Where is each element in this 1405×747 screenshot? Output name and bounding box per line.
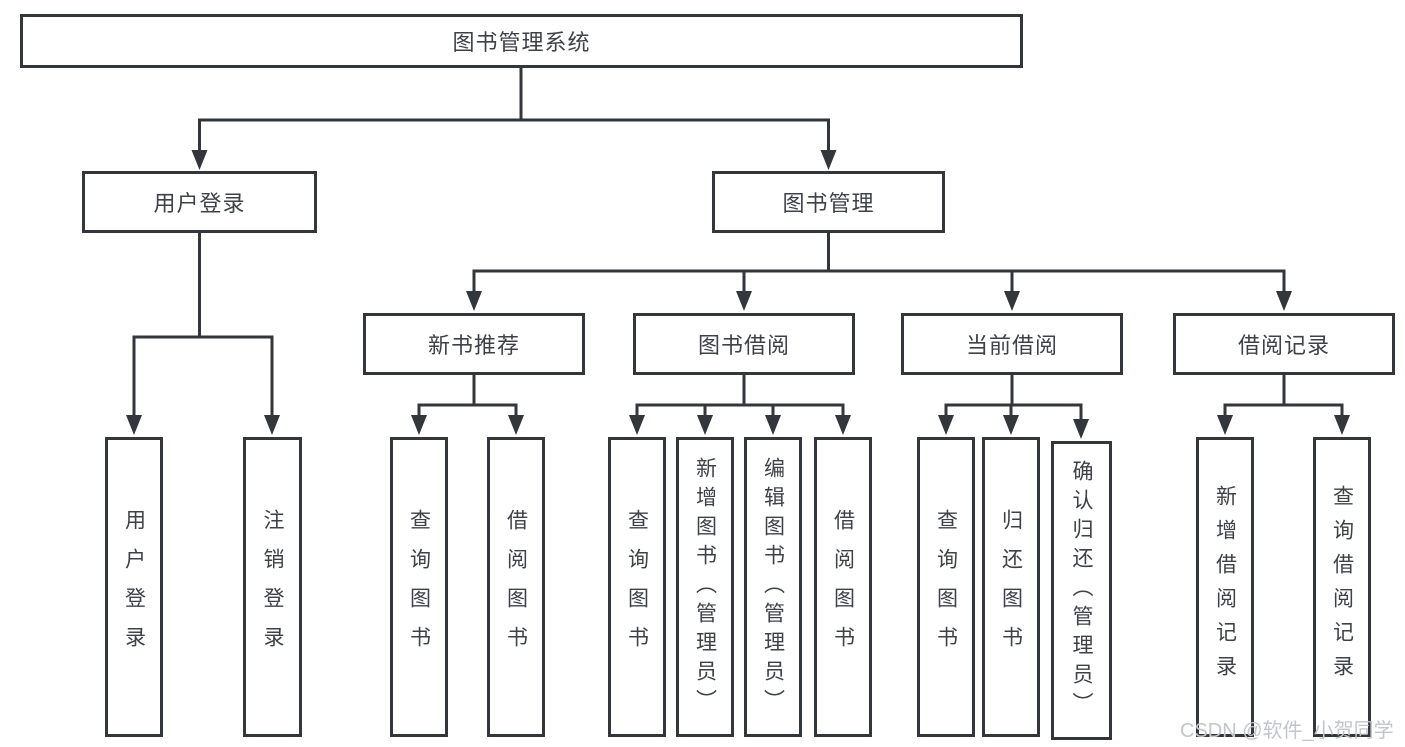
- watermark: CSDN @软件_小贺同学: [1180, 720, 1394, 742]
- node-label: 图书管理系统: [452, 30, 591, 55]
- node-label: 图书管理: [782, 191, 875, 216]
- leaf-label: 借阅图书: [504, 509, 528, 665]
- node-new-book-recommend: 新书推荐: [363, 313, 585, 375]
- leaf-label: 查询借阅记录: [1330, 485, 1354, 689]
- leaf-records-query-record: 查询借阅记录: [1313, 437, 1371, 737]
- leaf-label: 归还图书: [999, 509, 1023, 665]
- leaf-user-login: 用户登录: [105, 437, 163, 737]
- node-current-borrow: 当前借阅: [901, 313, 1123, 375]
- leaf-label: 查询图书: [625, 509, 649, 665]
- node-label: 当前借阅: [965, 333, 1058, 358]
- node-label: 用户登录: [153, 191, 246, 216]
- leaf-logout: 注销登录: [243, 437, 302, 737]
- leaf-borrow-edit-books-admin: 编辑图书（管理员）: [744, 437, 802, 737]
- node-root: 图书管理系统: [20, 14, 1023, 68]
- node-borrow-records: 借阅记录: [1173, 313, 1395, 375]
- leaf-current-return-books: 归还图书: [982, 437, 1040, 737]
- node-label: 新书推荐: [427, 333, 520, 358]
- arrowheads: [126, 150, 1350, 439]
- leaf-recommend-query-books: 查询图书: [390, 437, 448, 737]
- leaf-current-query-books: 查询图书: [917, 437, 975, 737]
- leaf-label: 新增借阅记录: [1213, 485, 1237, 689]
- leaf-borrow-add-books-admin: 新增图书（管理员）: [676, 437, 734, 737]
- leaf-current-confirm-return-admin: 确认归还（管理员）: [1051, 441, 1112, 740]
- leaf-label: 注销登录: [261, 509, 284, 665]
- leaf-label: 用户登录: [122, 509, 146, 665]
- node-label: 借阅记录: [1237, 333, 1330, 358]
- leaf-recommend-borrow-books: 借阅图书: [487, 437, 545, 737]
- leaf-borrow-borrow-books: 借阅图书: [814, 437, 872, 737]
- node-user-login: 用户登录: [82, 171, 317, 233]
- leaf-label: 查询图书: [407, 509, 431, 665]
- leaf-borrow-query-books: 查询图书: [608, 437, 666, 737]
- leaf-label: 确认归还（管理员）: [1070, 460, 1093, 721]
- leaf-label: 借阅图书: [831, 509, 855, 665]
- node-label: 图书借阅: [697, 333, 790, 358]
- leaf-label: 查询图书: [934, 509, 958, 665]
- node-book-management: 图书管理: [712, 171, 945, 233]
- leaf-label: 编辑图书（管理员）: [761, 456, 785, 718]
- node-book-borrow: 图书借阅: [633, 313, 855, 375]
- leaf-label: 新增图书（管理员）: [693, 456, 717, 718]
- leaf-records-add-record: 新增借阅记录: [1196, 437, 1254, 737]
